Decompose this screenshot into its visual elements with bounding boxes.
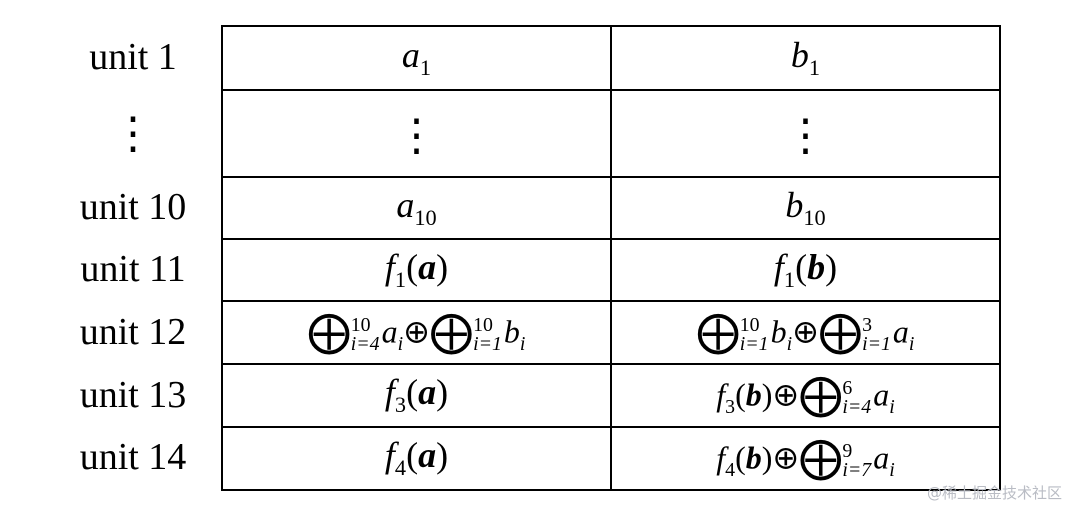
cell-a1: a1 — [221, 25, 612, 91]
cell-b10: b10 — [610, 176, 1001, 240]
row-label-unit-1: unit 1 — [89, 36, 177, 78]
cell-vdots-b: ⋮ — [610, 89, 1001, 178]
row-label-ellipsis: ⋮ — [111, 109, 155, 158]
cell-f1-a: f1(a) — [221, 238, 612, 302]
cell-b1: b1 — [610, 25, 1001, 91]
cell-a10: a10 — [221, 176, 612, 240]
table-row: a1 b1 — [221, 25, 1001, 91]
cell-f3-a: f3(a) — [221, 363, 612, 428]
cell-f1-b: f1(b) — [610, 238, 1001, 302]
watermark: @稀土掘金技术社区 — [926, 484, 1062, 502]
table-row: ⋮ ⋮ — [221, 89, 1001, 178]
row-label-unit-11: unit 11 — [80, 248, 186, 290]
row-label-unit-10: unit 10 — [79, 186, 187, 228]
row-label-unit-14: unit 14 — [79, 436, 187, 478]
cell-f4-a: f4(a) — [221, 426, 612, 491]
table-row: f1(a) f1(b) — [221, 238, 1001, 302]
row-label-unit-13: unit 13 — [79, 374, 187, 416]
table-row: a10 b10 — [221, 176, 1001, 240]
cell-vdots-a: ⋮ — [221, 89, 612, 178]
memory-layout-table: a1 b1 ⋮ ⋮ a10 b10 f1(a) f1(b) — [221, 25, 1001, 491]
row-label-unit-12: unit 12 — [79, 311, 187, 353]
